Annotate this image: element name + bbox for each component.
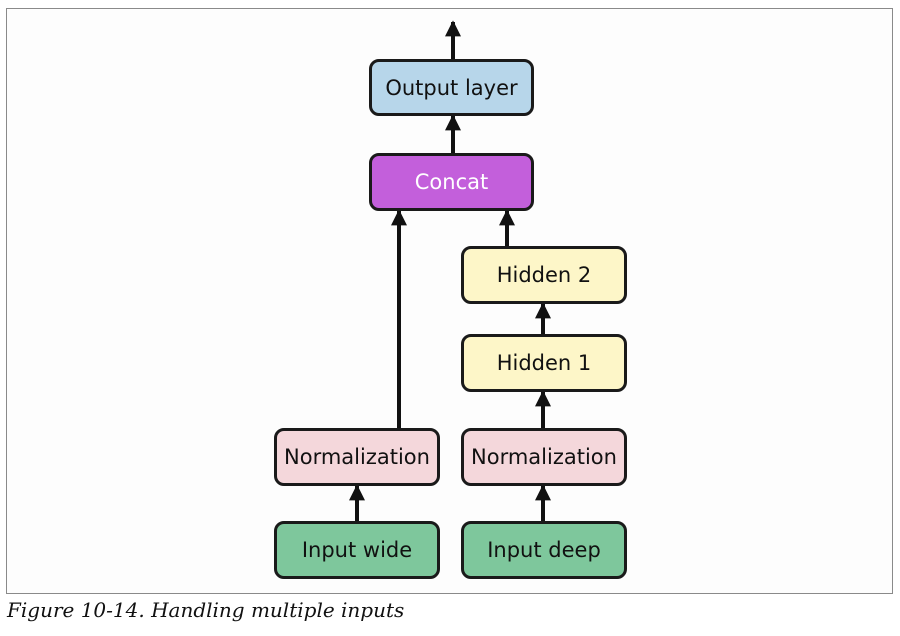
- normalization-wide-node: Normalization: [274, 428, 440, 486]
- output-layer-node: Output layer: [369, 59, 534, 116]
- hidden-1-node: Hidden 1: [461, 334, 627, 392]
- input-wide-node: Input wide: [274, 521, 440, 579]
- input-deep-node: Input deep: [461, 521, 627, 579]
- hidden-2-node: Hidden 2: [461, 246, 627, 304]
- figure-caption: Figure 10-14. Handling multiple inputs: [7, 598, 405, 622]
- concat-node: Concat: [369, 153, 534, 211]
- normalization-deep-node: Normalization: [461, 428, 627, 486]
